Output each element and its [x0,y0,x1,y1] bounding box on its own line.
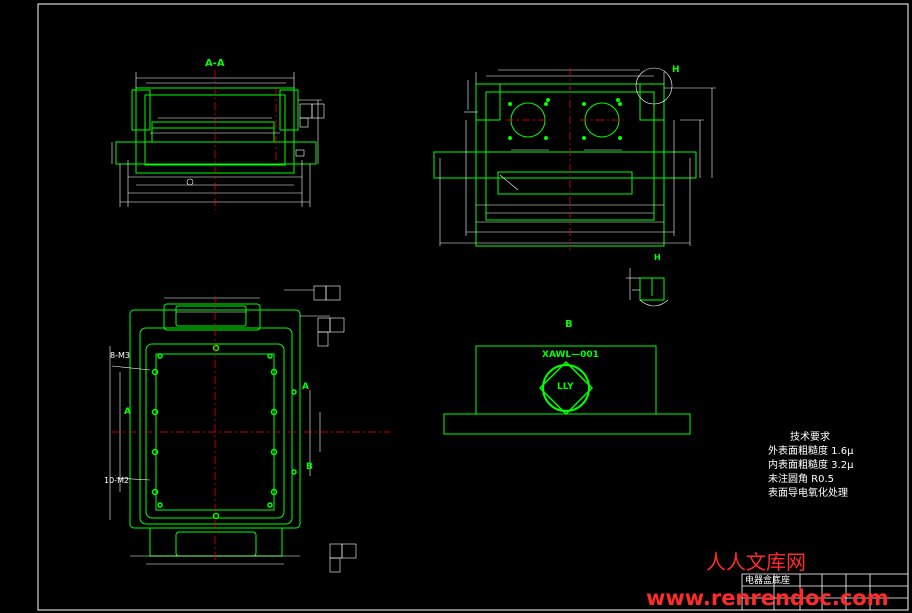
tech-requirement-line: 表面导电氧化处理 [768,488,848,499]
plate-code: XAWL—001 [542,350,599,360]
plan-view-b-marker: B [306,462,313,472]
title-block [741,573,909,611]
detail-h-small-label: H [654,253,661,262]
plan-view [109,285,390,573]
section-aa-label: A-A [205,58,225,69]
view-b-label: B [565,319,573,330]
thread-callout-bottom: 10-M2 [104,476,130,485]
plan-section-a-right: A [302,382,309,392]
tech-requirement-line: 外表面粗糙度 1.6μ [768,446,854,457]
tech-requirement-line: 内表面粗糙度 3.2μ [768,460,854,471]
tech-requirements-title: 技术要求 [790,432,830,443]
watermark-cn: 人人文库网 [706,550,806,574]
title-block-part-name: 电器盒底座 [745,576,791,586]
plate-logo-text: LLY [557,382,574,392]
detail-h-label: H [672,65,680,75]
tech-requirement-line: 未注圆角 R0.5 [768,474,835,485]
side-view [433,67,716,250]
plan-section-a-left: A [124,407,131,417]
detail-h-view [626,268,669,307]
drawing-border [37,3,909,611]
thread-callout-top: 8-M3 [110,351,130,360]
section-aa-view [111,70,325,210]
view-b [443,345,691,435]
watermark-url: www.renrendoc.com [646,586,889,610]
